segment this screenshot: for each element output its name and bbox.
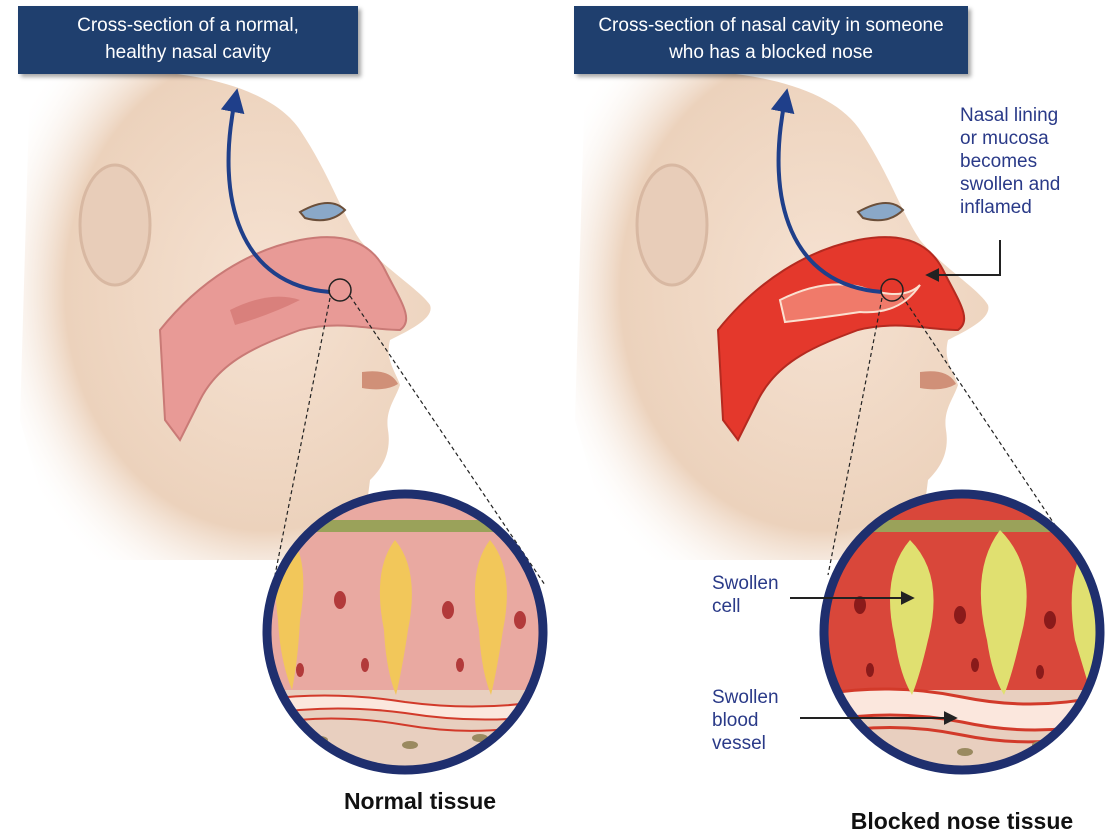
nasal-lining-line3: becomes — [960, 150, 1080, 173]
ear-right — [637, 165, 707, 285]
swollen-vessel-line2: blood — [712, 709, 802, 732]
normal-tissue-caption: Normal tissue — [300, 788, 540, 815]
banner-right-line1: Cross-section of nasal cavity in someone — [584, 12, 958, 39]
banner-left-line2: healthy nasal cavity — [28, 39, 348, 66]
nasal-lining-line4: swollen and — [960, 173, 1080, 196]
banner-right-line2: who has a blocked nose — [584, 39, 958, 66]
nasal-lining-line5: inflamed — [960, 196, 1080, 219]
nasal-lining-line2: or mucosa — [960, 127, 1080, 150]
swollen-cell-line2: cell — [712, 595, 802, 618]
swollen-vessel-label: Swollen blood vessel — [712, 686, 802, 755]
banner-left-line1: Cross-section of a normal, — [28, 12, 348, 39]
normal-cavity-banner: Cross-section of a normal, healthy nasal… — [18, 6, 358, 74]
ear-left — [80, 165, 150, 285]
swollen-cell-line1: Swollen — [712, 572, 802, 595]
blocked-tissue-caption: Blocked nose tissue — [812, 808, 1112, 835]
swollen-cell-label: Swollen cell — [712, 572, 802, 618]
swollen-vessel-line3: vessel — [712, 732, 802, 755]
nasal-lining-label: Nasal lining or mucosa becomes swollen a… — [960, 104, 1080, 219]
blocked-head-illustration — [575, 71, 988, 560]
swollen-vessel-line1: Swollen — [712, 686, 802, 709]
normal-head-illustration — [20, 71, 431, 560]
blocked-cavity-banner: Cross-section of nasal cavity in someone… — [574, 6, 968, 74]
nasal-lining-line1: Nasal lining — [960, 104, 1080, 127]
